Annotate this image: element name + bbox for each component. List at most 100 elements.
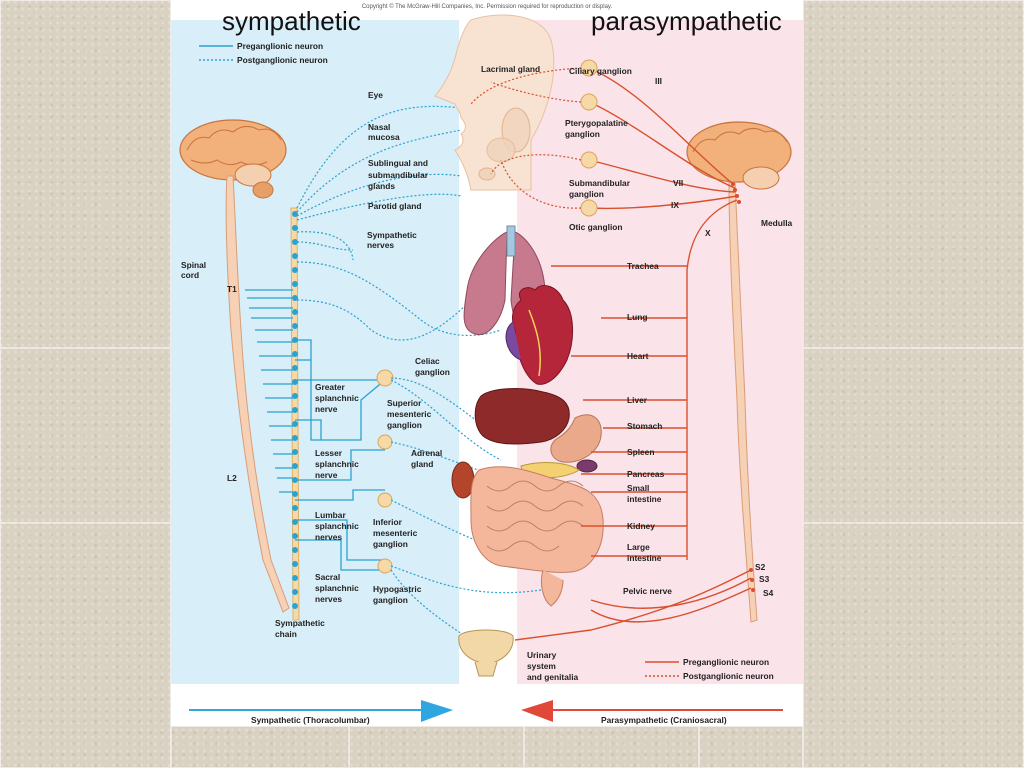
label-greater3: nerve <box>315 404 338 414</box>
superior-mesenteric-ganglion <box>377 434 393 450</box>
label-cn10: X <box>705 228 711 238</box>
otic-ganglion <box>580 199 598 217</box>
label-pancreas: Pancreas <box>627 469 665 479</box>
submandibular-ganglion <box>580 151 598 169</box>
label-small1: Small <box>627 483 649 493</box>
nuclei-dots <box>731 182 755 592</box>
parasympathetic-craniosacral-label: Parasympathetic (Craniosacral) <box>601 715 727 725</box>
label-stomach: Stomach <box>627 421 662 431</box>
label-s4: S4 <box>763 588 774 598</box>
chain-ganglion-node <box>292 211 298 217</box>
label-sacral2: splanchnic <box>315 583 359 593</box>
label-symp-nerves1: Sympathetic <box>367 230 417 240</box>
background-tile <box>349 726 524 768</box>
face-illustration <box>434 14 555 191</box>
label-large2: intestine <box>627 553 662 563</box>
chain-ganglion-node <box>292 575 298 581</box>
chain-ganglion-node <box>292 491 298 497</box>
ans-diagram: Copyright © The McGraw-Hill Companies, I… <box>171 0 803 726</box>
label-mucosa: mucosa <box>368 132 400 142</box>
label-cn3: III <box>655 76 662 86</box>
label-parotid: Parotid gland <box>368 201 422 211</box>
parasympathetic-postganglionic <box>470 67 582 209</box>
label-infmes1: Inferior <box>373 517 403 527</box>
background-tile <box>803 0 1024 348</box>
label-hypogastric2: ganglion <box>373 595 408 605</box>
label-infmes3: ganglion <box>373 539 408 549</box>
label-celiac1: Celiac <box>415 356 440 366</box>
label-chain1: Sympathetic <box>275 618 325 628</box>
label-ciliary: Ciliary ganglion <box>569 66 632 76</box>
background-tile <box>0 348 171 523</box>
label-lung: Lung <box>627 312 647 322</box>
legend-sym-post: Postganglionic neuron <box>237 55 328 65</box>
label-chain2: chain <box>275 629 297 639</box>
label-submand-g1: Submandibular <box>569 178 631 188</box>
parasympathetic-arrow <box>521 700 553 722</box>
label-symp-nerves2: nerves <box>367 240 394 250</box>
label-lesser1: Lesser <box>315 448 343 458</box>
structure-labels: Eye Nasal mucosa Sublingual and submandi… <box>181 64 793 682</box>
label-l2: L2 <box>227 473 237 483</box>
chain-ganglion-node <box>292 281 298 287</box>
hypogastric-ganglion <box>377 558 393 574</box>
chain-ganglion-node <box>292 365 298 371</box>
label-urinary3: and genitalia <box>527 672 579 682</box>
label-greater1: Greater <box>315 382 346 392</box>
background-tile <box>524 726 699 768</box>
heart-illustration <box>505 285 574 385</box>
chain-ganglia <box>292 211 298 609</box>
chain-ganglion-node <box>292 239 298 245</box>
stomach-illustration <box>550 414 602 463</box>
left-brain <box>179 119 287 199</box>
label-greater2: splanchnic <box>315 393 359 403</box>
label-supmes1: Superior <box>387 398 422 408</box>
chain-ganglion-node <box>292 407 298 413</box>
label-spinal2: cord <box>181 270 199 280</box>
chain-ganglion-node <box>292 449 298 455</box>
chain-ganglion-node <box>292 267 298 273</box>
label-pelvic: Pelvic nerve <box>623 586 672 596</box>
label-otic: Otic ganglion <box>569 222 623 232</box>
label-supmes3: ganglion <box>387 420 422 430</box>
parasympathetic-preganglionic <box>514 67 752 641</box>
spleen-illustration <box>576 459 598 473</box>
legend-sym-pre: Preganglionic neuron <box>237 41 323 51</box>
sympathetic-thoracolumbar-label: Sympathetic (Thoracolumbar) <box>251 715 370 725</box>
label-heart: Heart <box>627 351 649 361</box>
label-infmes2: mesenteric <box>373 528 418 538</box>
label-nasal: Nasal <box>368 122 390 132</box>
diagram-svg: Copyright © The McGraw-Hill Companies, I… <box>171 3 803 726</box>
celiac-ganglion <box>376 369 394 387</box>
parasympathetic-title: parasympathetic <box>591 6 782 36</box>
label-lumbar3: nerves <box>315 532 342 542</box>
background-tile <box>0 523 171 768</box>
label-celiac2: ganglion <box>415 367 450 377</box>
label-lumbar1: Lumbar <box>315 510 346 520</box>
label-medulla: Medulla <box>761 218 793 228</box>
label-lacrimal: Lacrimal gland <box>481 64 540 74</box>
label-cn9: IX <box>671 200 679 210</box>
label-s2: S2 <box>755 562 766 572</box>
pterygopalatine-ganglion <box>580 93 598 111</box>
label-trachea: Trachea <box>627 261 659 271</box>
chain-ganglion-node <box>292 309 298 315</box>
label-urinary2: system <box>527 661 556 671</box>
legend-para-pre: Preganglionic neuron <box>683 657 769 667</box>
chain-ganglion-node <box>292 463 298 469</box>
cranial-ganglia <box>580 59 598 217</box>
background-tile <box>803 348 1024 523</box>
label-adrenal1: Adrenal <box>411 448 442 458</box>
label-submand-g2: ganglion <box>569 189 604 199</box>
label-liver: Liver <box>627 395 648 405</box>
background-tile <box>803 523 1024 768</box>
sympathetic-preganglionic <box>245 289 386 571</box>
label-submandibular-glands: submandibular <box>368 170 429 180</box>
chain-ganglion-node <box>292 225 298 231</box>
label-hypogastric1: Hypogastric <box>373 584 422 594</box>
inferior-mesenteric-ganglion <box>377 492 393 508</box>
label-eye: Eye <box>368 90 383 100</box>
chain-ganglion-node <box>292 561 298 567</box>
chain-ganglion-node <box>292 533 298 539</box>
intestines-illustration <box>470 466 604 607</box>
